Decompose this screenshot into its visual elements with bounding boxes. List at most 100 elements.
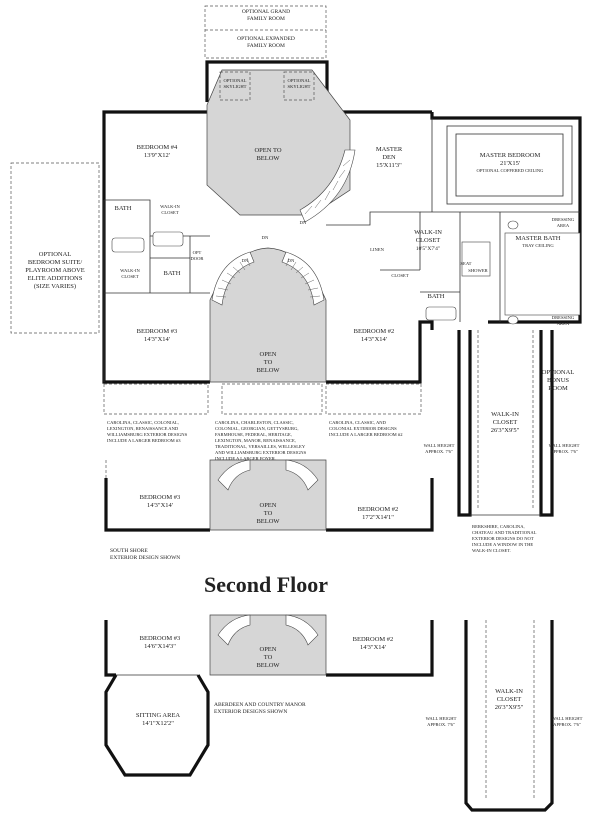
optional-bonus-room-label-3: ROOM bbox=[548, 385, 568, 392]
note-bedroom2-line-2: COLONIAL EXTERIOR DESIGNS bbox=[329, 426, 397, 431]
optional-bonus-room-label-1: OPTIONAL bbox=[542, 369, 575, 376]
master-bedroom-size: 21'X15' bbox=[500, 160, 520, 167]
shower-label: SHOWER bbox=[468, 268, 488, 273]
optional-suite-outline bbox=[10, 162, 100, 334]
south-shore-bedroom3-name: BEDROOM #3 bbox=[140, 494, 181, 501]
master-bath-name: MASTER BATH bbox=[516, 235, 561, 242]
walkin-closet-big-name-1: WALK-IN bbox=[491, 411, 519, 418]
walkin-closet-big-size: 26'3"X9'5" bbox=[491, 427, 520, 434]
aberdeen-bedroom3-size: 14'6"X14'3" bbox=[144, 643, 176, 650]
dressing-bottom-label-2: AREA bbox=[557, 321, 570, 326]
south-shore-open-below-3: BELOW bbox=[256, 518, 280, 525]
bedroom2-size: 14'3"X14' bbox=[361, 336, 387, 343]
master-bath-note: TRAY CEILING bbox=[522, 243, 554, 248]
main-plan-walls bbox=[102, 60, 582, 384]
south-shore-bedroom2-name: BEDROOM #2 bbox=[358, 506, 399, 513]
bath-mid-label: BATH bbox=[428, 293, 445, 300]
aberdeen-walkin-closet-name-2: CLOSET bbox=[497, 696, 522, 703]
linen-label: LINEN bbox=[370, 247, 384, 252]
note-foyer-line-5: TRADITIONAL, VERSAILLES, WELLESLEY bbox=[215, 444, 306, 450]
note-bedroom3-line-4: INCLUDE A LARGER BEDROOM #3 bbox=[107, 438, 181, 443]
dn-right-label: DN bbox=[288, 258, 295, 263]
note-foyer: CAROLINA, CHARLESTON, CLASSIC, COLONIAL,… bbox=[215, 420, 307, 461]
bath-lower-label: BATH bbox=[164, 270, 181, 277]
walkin-closet-lower-label-1: WALK-IN bbox=[120, 268, 140, 273]
south-shore-open-below-2: TO bbox=[264, 510, 273, 517]
master-den-size: 15'X11'3" bbox=[376, 162, 402, 169]
master-bedroom-note: OPTIONAL COFFERED CEILING bbox=[477, 168, 545, 173]
south-shore-bedroom3-size: 14'3"X14' bbox=[147, 502, 173, 509]
walkin-closet-big-walls bbox=[457, 330, 554, 517]
bedroom2-name: BEDROOM #2 bbox=[354, 328, 395, 335]
optional-suite-label-1: OPTIONAL bbox=[39, 251, 72, 258]
walkin-closet-lower-label-2: CLOSET bbox=[121, 274, 139, 279]
dressing-top-label-2: AREA bbox=[557, 223, 570, 228]
optional-grand-family-room-label-1: OPTIONAL GRAND bbox=[242, 9, 290, 15]
optional-bonus-room-label-2: BONUS bbox=[547, 377, 569, 384]
note-window-line-3: EXTERIOR DESIGNS DO NOT bbox=[472, 536, 534, 541]
optional-expanded-family-room-label-1: OPTIONAL EXPANDED bbox=[237, 36, 295, 42]
optional-suite-label-3: PLAYROOM ABOVE bbox=[25, 267, 85, 274]
wall-height-right-1: WALL HEIGHT bbox=[549, 443, 580, 448]
aberdeen-caption-1: ABERDEEN AND COUNTRY MANOR bbox=[214, 702, 306, 708]
south-shore-bedroom2-size: 17'2"X14'1" bbox=[362, 514, 394, 521]
opt-door-label-1: OPT bbox=[193, 250, 202, 255]
wall-height-right-2: APPROX. 7'6" bbox=[550, 449, 578, 454]
aberdeen-walkin-closet-name-1: WALK-IN bbox=[495, 688, 523, 695]
walkin-closet-upper-label-2: CLOSET bbox=[161, 210, 179, 215]
south-shore-open-below-1: OPEN bbox=[260, 502, 277, 509]
note-bedroom2: CAROLINA, CLASSIC, AND COLONIAL EXTERIOR… bbox=[329, 420, 403, 437]
sitting-area-name: SITTING AREA bbox=[136, 712, 181, 719]
optional-family-room-outline bbox=[204, 5, 327, 59]
optional-suite-label-2: BEDROOM SUITE/ bbox=[28, 259, 83, 266]
optional-suite-label-4: ELITE ADDITIONS bbox=[28, 275, 83, 282]
walkin-closet-mid-name-2: CLOSET bbox=[416, 237, 441, 244]
skylight-left-label-1: OPTIONAL bbox=[224, 78, 247, 83]
aberdeen-walls bbox=[104, 614, 554, 812]
wall-height-left-2: APPROX. 7'6" bbox=[425, 449, 453, 454]
walkin-closet-mid-name-1: WALK-IN bbox=[414, 229, 442, 236]
floor-title: Second Floor bbox=[204, 572, 328, 597]
bedroom4-name: BEDROOM #4 bbox=[137, 144, 178, 151]
note-bedroom3-line-1: CAROLINA, CLASSIC, COLONIAL, bbox=[107, 420, 179, 426]
open-below-center-label-1: OPEN bbox=[260, 351, 277, 358]
bath-fixtures bbox=[111, 220, 581, 325]
bath-upper-label: BATH bbox=[115, 205, 132, 212]
note-window-line-4: INCLUDE A WINDOW IN THE bbox=[472, 542, 533, 547]
aberdeen-walkin-closet-size: 26'3"X9'5" bbox=[495, 704, 524, 711]
aberdeen-open-below-1: OPEN bbox=[260, 646, 277, 653]
note-window-line-1: BERKSHIRE, CAROLINA, bbox=[472, 524, 525, 530]
aberdeen-wall-height-right-1: WALL HEIGHT bbox=[552, 716, 583, 721]
open-below-center-label-2: TO bbox=[264, 359, 273, 366]
note-window-line-5: WALK-IN CLOSET. bbox=[472, 548, 511, 553]
optional-expanded-family-room-label-2: FAMILY ROOM bbox=[247, 43, 285, 49]
aberdeen-caption-2: EXTERIOR DESIGNS SHOWN bbox=[214, 709, 287, 715]
aberdeen-bedroom2-size: 14'3"X14' bbox=[360, 644, 386, 651]
open-below-top-label-2: BELOW bbox=[256, 155, 280, 162]
dressing-bottom-label-1: DRESSING bbox=[552, 315, 575, 320]
sitting-area-size: 14'1"X12'2" bbox=[142, 720, 174, 727]
skylight-left-label-2: SKYLIGHT bbox=[224, 84, 247, 89]
coffered-ceiling bbox=[446, 125, 573, 205]
aberdeen-open-below-2: TO bbox=[264, 654, 273, 661]
aberdeen-wall-height-right-2: APPROX. 7'6" bbox=[553, 722, 581, 727]
note-bedroom2-line-3: INCLUDE A LARGER BEDROOM #2 bbox=[329, 432, 403, 437]
bedroom3-size: 14'3"X14' bbox=[144, 336, 170, 343]
aberdeen-wall-height-left-1: WALL HEIGHT bbox=[426, 716, 457, 721]
master-bedroom-name: MASTER BEDROOM bbox=[480, 152, 541, 159]
note-foyer-line-7: INCLUDE A LARGER FOYER. bbox=[215, 456, 276, 461]
aberdeen-bedroom3-name: BEDROOM #3 bbox=[140, 635, 181, 642]
aberdeen-open-below-3: BELOW bbox=[256, 662, 280, 669]
dn-left-label: DN bbox=[242, 258, 249, 263]
south-shore-caption-2: EXTERIOR DESIGN SHOWN bbox=[110, 555, 180, 561]
note-bedroom3-line-3: WILLIAMSBURG EXTERIOR DESIGNS bbox=[107, 432, 188, 437]
note-foyer-line-3: FARMHOUSE, FEDERAL, HERITAGE, bbox=[215, 432, 292, 438]
optional-suite-label-5: (SIZE VARIES) bbox=[34, 283, 76, 290]
seat-label: SEAT bbox=[461, 261, 472, 266]
stair-treads bbox=[211, 149, 356, 306]
walkin-closet-big-name-2: CLOSET bbox=[493, 419, 518, 426]
aberdeen-bedroom2-name: BEDROOM #2 bbox=[353, 636, 394, 643]
front-extension-outlines bbox=[103, 383, 422, 415]
note-bedroom2-line-1: CAROLINA, CLASSIC, AND bbox=[329, 420, 387, 426]
